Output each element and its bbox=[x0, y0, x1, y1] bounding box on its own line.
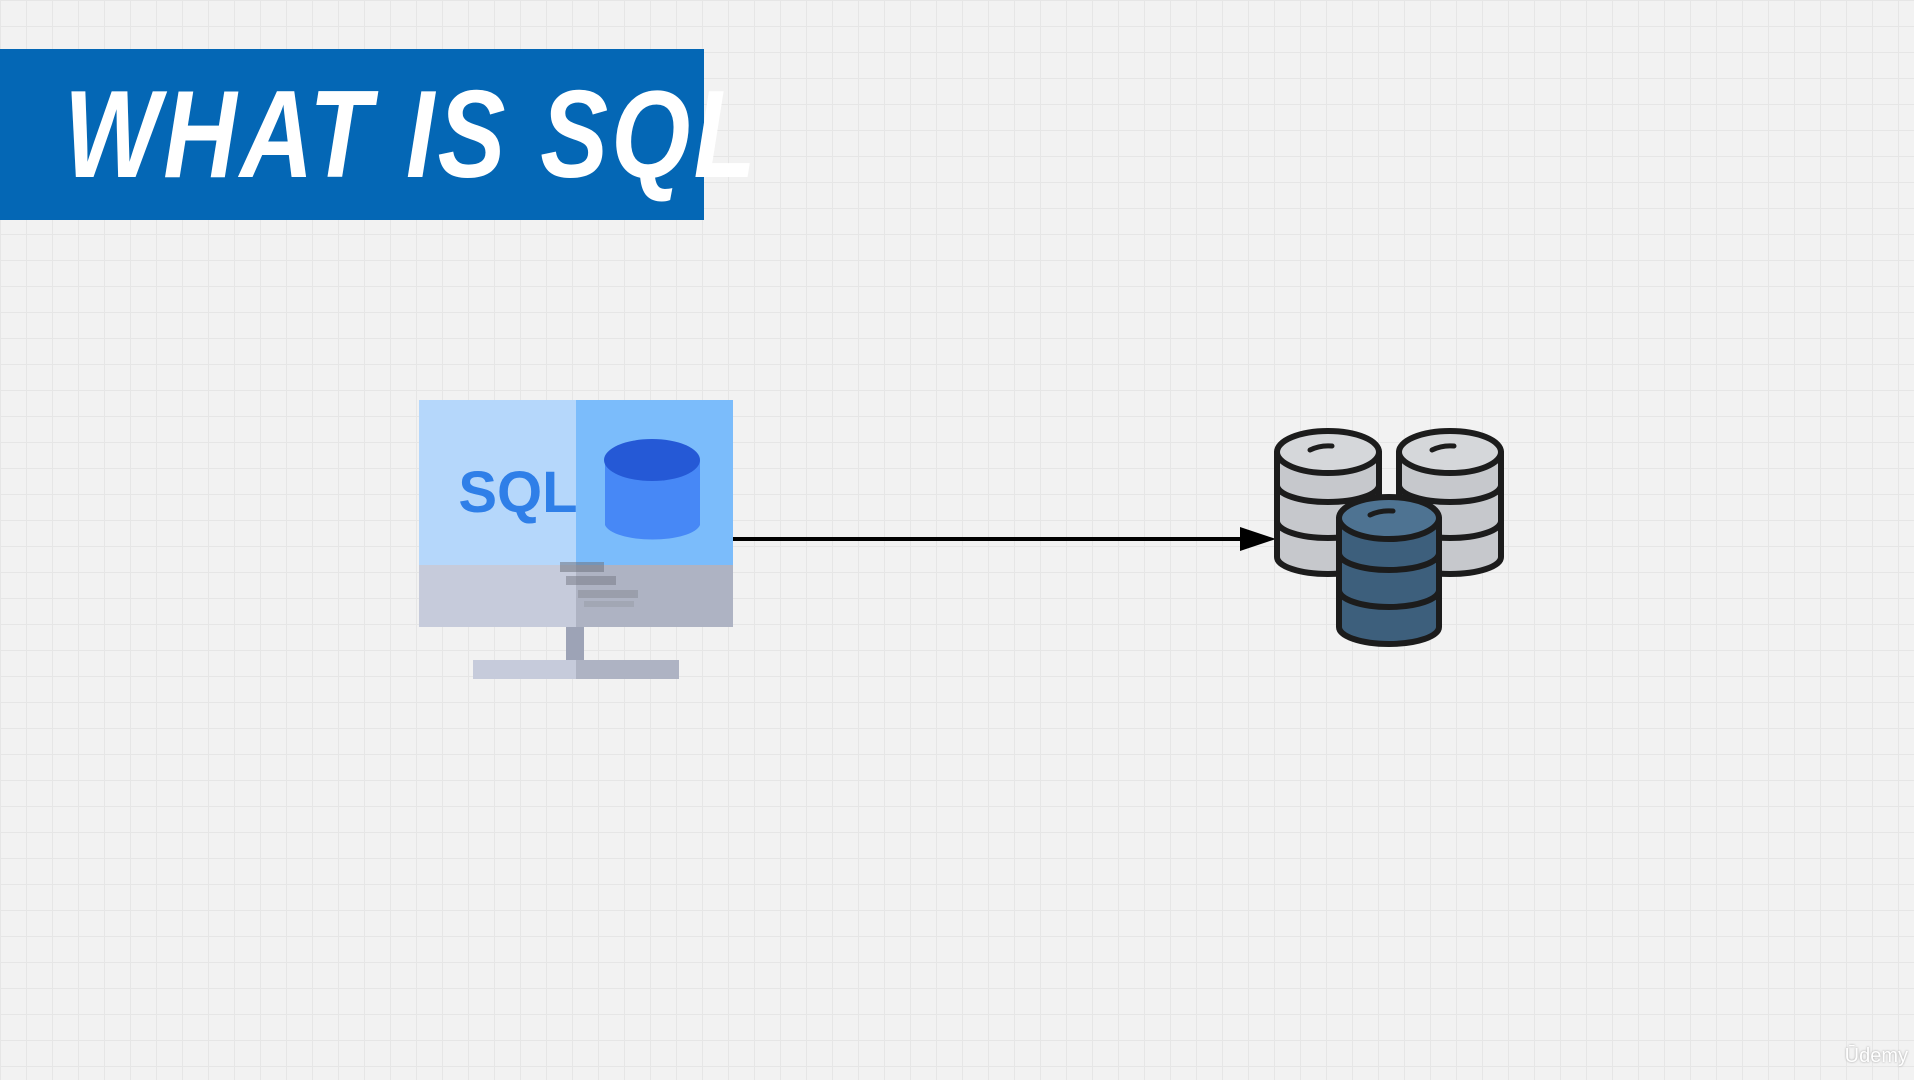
sql-screen-label: SQL bbox=[458, 460, 577, 525]
database-cylinder-icon bbox=[604, 439, 700, 540]
title-banner: WHAT IS SQL bbox=[0, 49, 756, 220]
database-front-icon bbox=[1336, 494, 1442, 647]
database-stack-icon bbox=[1274, 428, 1504, 647]
blurred-caption-icon bbox=[560, 562, 638, 607]
computer-sql-icon: SQL bbox=[419, 400, 733, 679]
arrow-right-icon bbox=[733, 527, 1276, 551]
page-title: WHAT IS SQL bbox=[64, 66, 760, 204]
udemy-watermark: Ūdemy bbox=[1844, 1045, 1908, 1067]
